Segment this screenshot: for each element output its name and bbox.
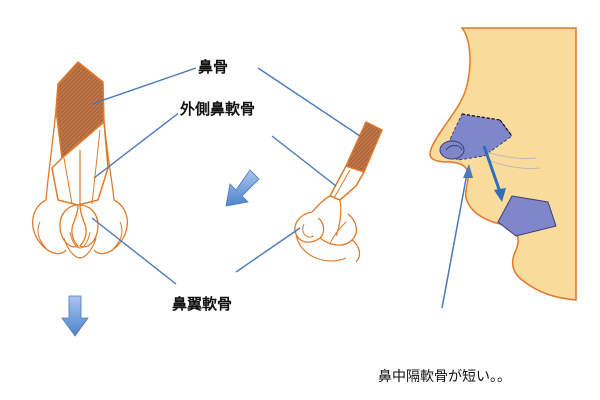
diagonal-arrow-icon bbox=[225, 169, 260, 207]
label-alar-cartilage: 鼻翼軟骨 bbox=[170, 295, 235, 313]
face-skin bbox=[429, 27, 577, 301]
caption-short-septum: 鼻中隔軟骨が短い。。 bbox=[378, 369, 511, 385]
maxilla-block bbox=[497, 195, 557, 237]
caption-leader-arrowhead bbox=[463, 164, 473, 178]
label-nasal-bone: 鼻骨 bbox=[196, 58, 231, 76]
caption-leader-line bbox=[441, 167, 469, 309]
leader-alar-front bbox=[91, 217, 177, 285]
side-lateral-cartilage bbox=[328, 165, 366, 201]
front-alar-cartilage-right bbox=[78, 204, 99, 248]
label-lateral-cartilage: 外側鼻軟骨 bbox=[178, 100, 258, 118]
face-profile bbox=[429, 27, 577, 301]
front-view-nose bbox=[32, 60, 128, 259]
leader-lines bbox=[91, 67, 361, 285]
nostril bbox=[439, 140, 465, 160]
side-view-nose bbox=[294, 120, 383, 263]
front-alar-cartilage-left bbox=[59, 204, 80, 248]
septum-shift-arrow bbox=[482, 145, 502, 193]
leader-nasal-bone-front bbox=[91, 67, 197, 105]
side-alar-cartilage bbox=[294, 211, 325, 243]
leader-alar-side bbox=[235, 227, 301, 273]
leader-nasal-bone-side bbox=[257, 67, 361, 137]
down-arrow-icon bbox=[61, 295, 89, 337]
septum-shift-arrowhead bbox=[494, 188, 506, 202]
leader-lateral-front bbox=[93, 111, 181, 179]
leader-lateral-side bbox=[271, 135, 337, 187]
